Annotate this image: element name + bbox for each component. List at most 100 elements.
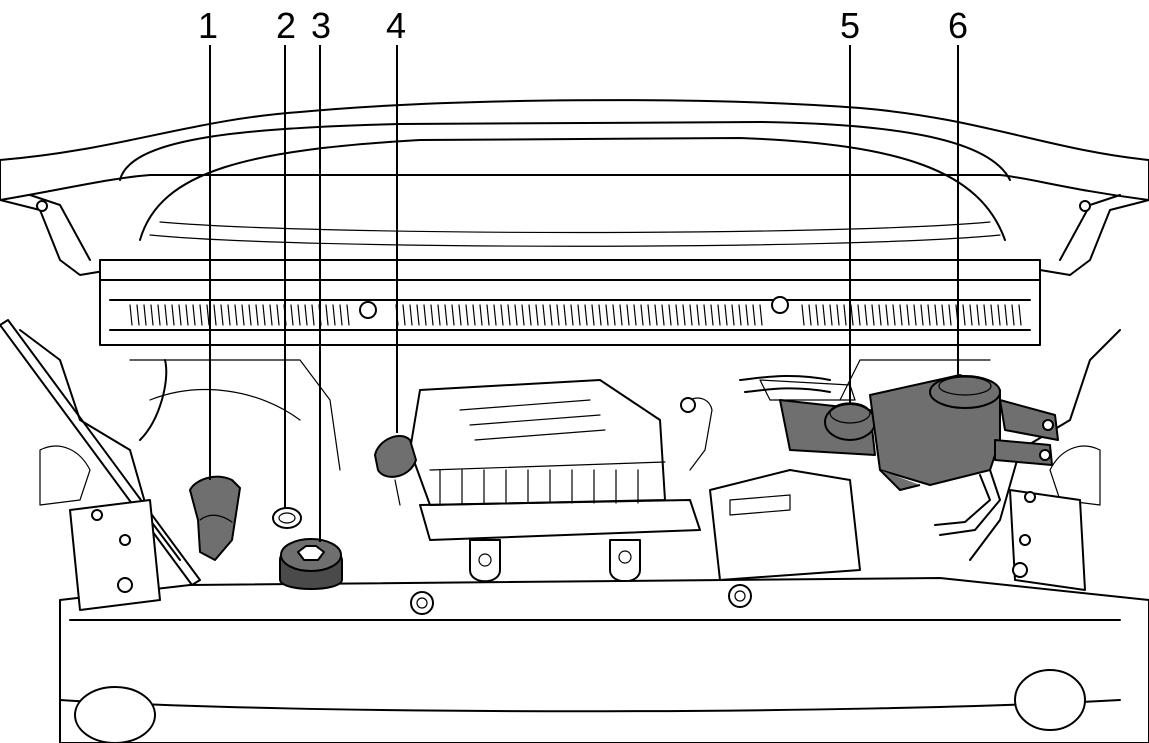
- vent-slat: [276, 304, 280, 326]
- vent-slat: [164, 304, 168, 326]
- vent-slat: [437, 304, 441, 326]
- vent-slat: [857, 304, 861, 326]
- vent-slat: [997, 304, 1001, 326]
- vent-slat: [346, 304, 350, 326]
- vent-slat: [1018, 304, 1022, 326]
- vent-slat: [696, 304, 700, 326]
- vent-slat: [962, 304, 966, 326]
- vent-slat: [822, 304, 826, 326]
- vent-slat: [304, 304, 308, 326]
- hoses: [139, 359, 1001, 536]
- cowl-vent-panel: [99, 259, 1041, 346]
- vent-slat: [423, 304, 427, 326]
- vent-slat: [500, 304, 504, 326]
- vent-slat: [234, 304, 238, 326]
- vent-slat: [983, 304, 987, 326]
- vent-slat: [836, 304, 840, 326]
- vent-slat: [892, 304, 896, 326]
- vent-slat: [605, 304, 609, 326]
- vent-slat: [1004, 304, 1008, 326]
- vent-slat: [220, 304, 224, 326]
- vent-slat: [458, 304, 462, 326]
- vent-slat: [514, 304, 518, 326]
- vent-slat: [976, 304, 980, 326]
- vent-slat: [843, 304, 847, 326]
- vent-slat: [444, 304, 448, 326]
- vent-slat: [416, 304, 420, 326]
- front-bumper: [59, 577, 1149, 743]
- vent-slat: [486, 304, 490, 326]
- vent-slat: [752, 304, 756, 326]
- vent-slat: [255, 304, 259, 326]
- callout-2: 2: [276, 5, 296, 46]
- vent-slat: [591, 304, 595, 326]
- vent-slat: [815, 304, 819, 326]
- battery-housing: [709, 379, 861, 581]
- vent-slat: [248, 304, 252, 326]
- vent-slat: [290, 304, 294, 326]
- vent-slat: [143, 304, 147, 326]
- vent-slat: [920, 304, 924, 326]
- vent-slat: [451, 304, 455, 326]
- vent-slat: [570, 304, 574, 326]
- vent-slat: [885, 304, 889, 326]
- vent-slat: [864, 304, 868, 326]
- vent-slat: [626, 304, 630, 326]
- vent-slat: [213, 304, 217, 326]
- callout-3: 3: [311, 5, 331, 46]
- vent-slat: [535, 304, 539, 326]
- vent-slat: [430, 304, 434, 326]
- vent-slat: [241, 304, 245, 326]
- engine-cover: [409, 379, 713, 583]
- vent-slat: [899, 304, 903, 326]
- vent-slat: [738, 304, 742, 326]
- vent-slat: [521, 304, 525, 326]
- vent-slat: [542, 304, 546, 326]
- vent-slat: [325, 304, 329, 326]
- vent-slat: [948, 304, 952, 326]
- vent-slat: [612, 304, 616, 326]
- vent-slat: [297, 304, 301, 326]
- vent-slat: [598, 304, 602, 326]
- vent-slat: [199, 304, 203, 326]
- oil-dipstick: [374, 435, 417, 506]
- vent-slat: [661, 304, 665, 326]
- callout-5: 5: [840, 5, 860, 46]
- vent-slat: [731, 304, 735, 326]
- vent-slat: [171, 304, 175, 326]
- vent-slat: [633, 304, 637, 326]
- vent-slat: [549, 304, 553, 326]
- hood-hinges: [0, 194, 1149, 276]
- vent-slat: [402, 304, 406, 326]
- vent-slat: [829, 304, 833, 326]
- vent-slat: [563, 304, 567, 326]
- hood-outline: [0, 99, 1149, 247]
- callout-numbers: 1 2 3 4 5 6: [198, 5, 968, 46]
- vent-slat: [675, 304, 679, 326]
- vent-slat: [878, 304, 882, 326]
- vent-slat: [682, 304, 686, 326]
- vent-slat: [192, 304, 196, 326]
- vent-slat: [703, 304, 707, 326]
- vent-slat: [647, 304, 651, 326]
- vent-slat: [990, 304, 994, 326]
- coolant-expansion-tank: [869, 374, 1059, 491]
- vent-slat: [850, 304, 854, 326]
- callout-6: 6: [948, 5, 968, 46]
- vent-slat: [913, 304, 917, 326]
- reservoir-cap-5: [779, 399, 876, 456]
- vent-slat: [941, 304, 945, 326]
- vent-slat: [577, 304, 581, 326]
- callout-4: 4: [386, 5, 406, 46]
- vent-slat: [465, 304, 469, 326]
- washer-fluid-filler: [189, 475, 241, 561]
- vent-slat: [136, 304, 140, 326]
- vent-slat: [724, 304, 728, 326]
- vent-slat: [654, 304, 658, 326]
- vent-slat: [150, 304, 154, 326]
- leader-lines: [209, 45, 959, 542]
- vent-slat: [479, 304, 483, 326]
- vent-slat: [178, 304, 182, 326]
- vent-slat: [528, 304, 532, 326]
